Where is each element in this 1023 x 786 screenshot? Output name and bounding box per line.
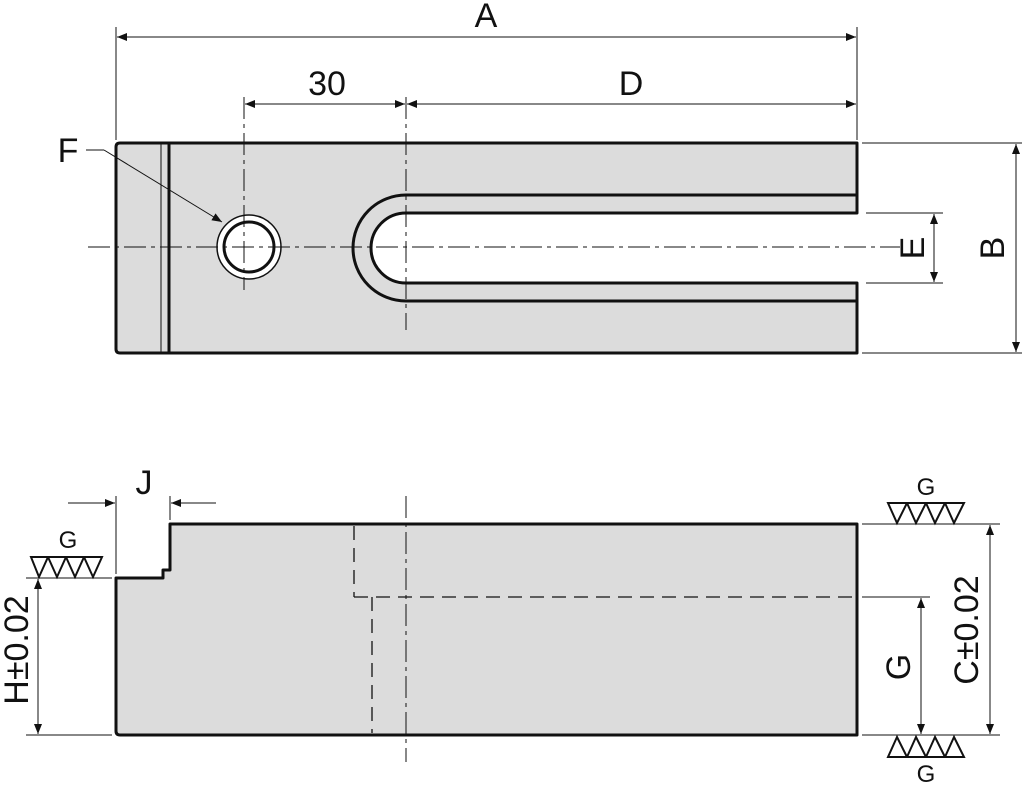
front-view: J H±0.02 G G G: [0, 464, 1000, 786]
dimension-g-label: G: [880, 654, 918, 680]
surface-finish-mark-bottom: G: [886, 734, 966, 786]
front-view-body: [114, 522, 859, 737]
top-view: A 30 D F E B: [58, 0, 1022, 355]
surface-finish-top-label: G: [917, 474, 936, 501]
dimension-f-label: F: [58, 132, 79, 170]
dimension-h-label: H±0.02: [0, 595, 36, 704]
dimension-e-label: E: [894, 237, 932, 260]
dimension-a-label: A: [475, 0, 498, 35]
dimension-j-label: J: [136, 464, 153, 502]
dimension-b-label: B: [974, 237, 1012, 260]
leader-f-line: [103, 149, 223, 223]
surface-finish-mark-top: G: [886, 474, 966, 526]
dimension-d-label: D: [619, 65, 644, 103]
dimension-30-label: 30: [308, 65, 346, 103]
surface-finish-mark-left: G: [29, 527, 104, 580]
slot-outer-edge: [351, 193, 857, 303]
surface-finish-bottom-label: G: [917, 761, 936, 786]
dimension-c-label: C±0.02: [948, 575, 986, 684]
surface-finish-left-label: G: [59, 527, 78, 554]
